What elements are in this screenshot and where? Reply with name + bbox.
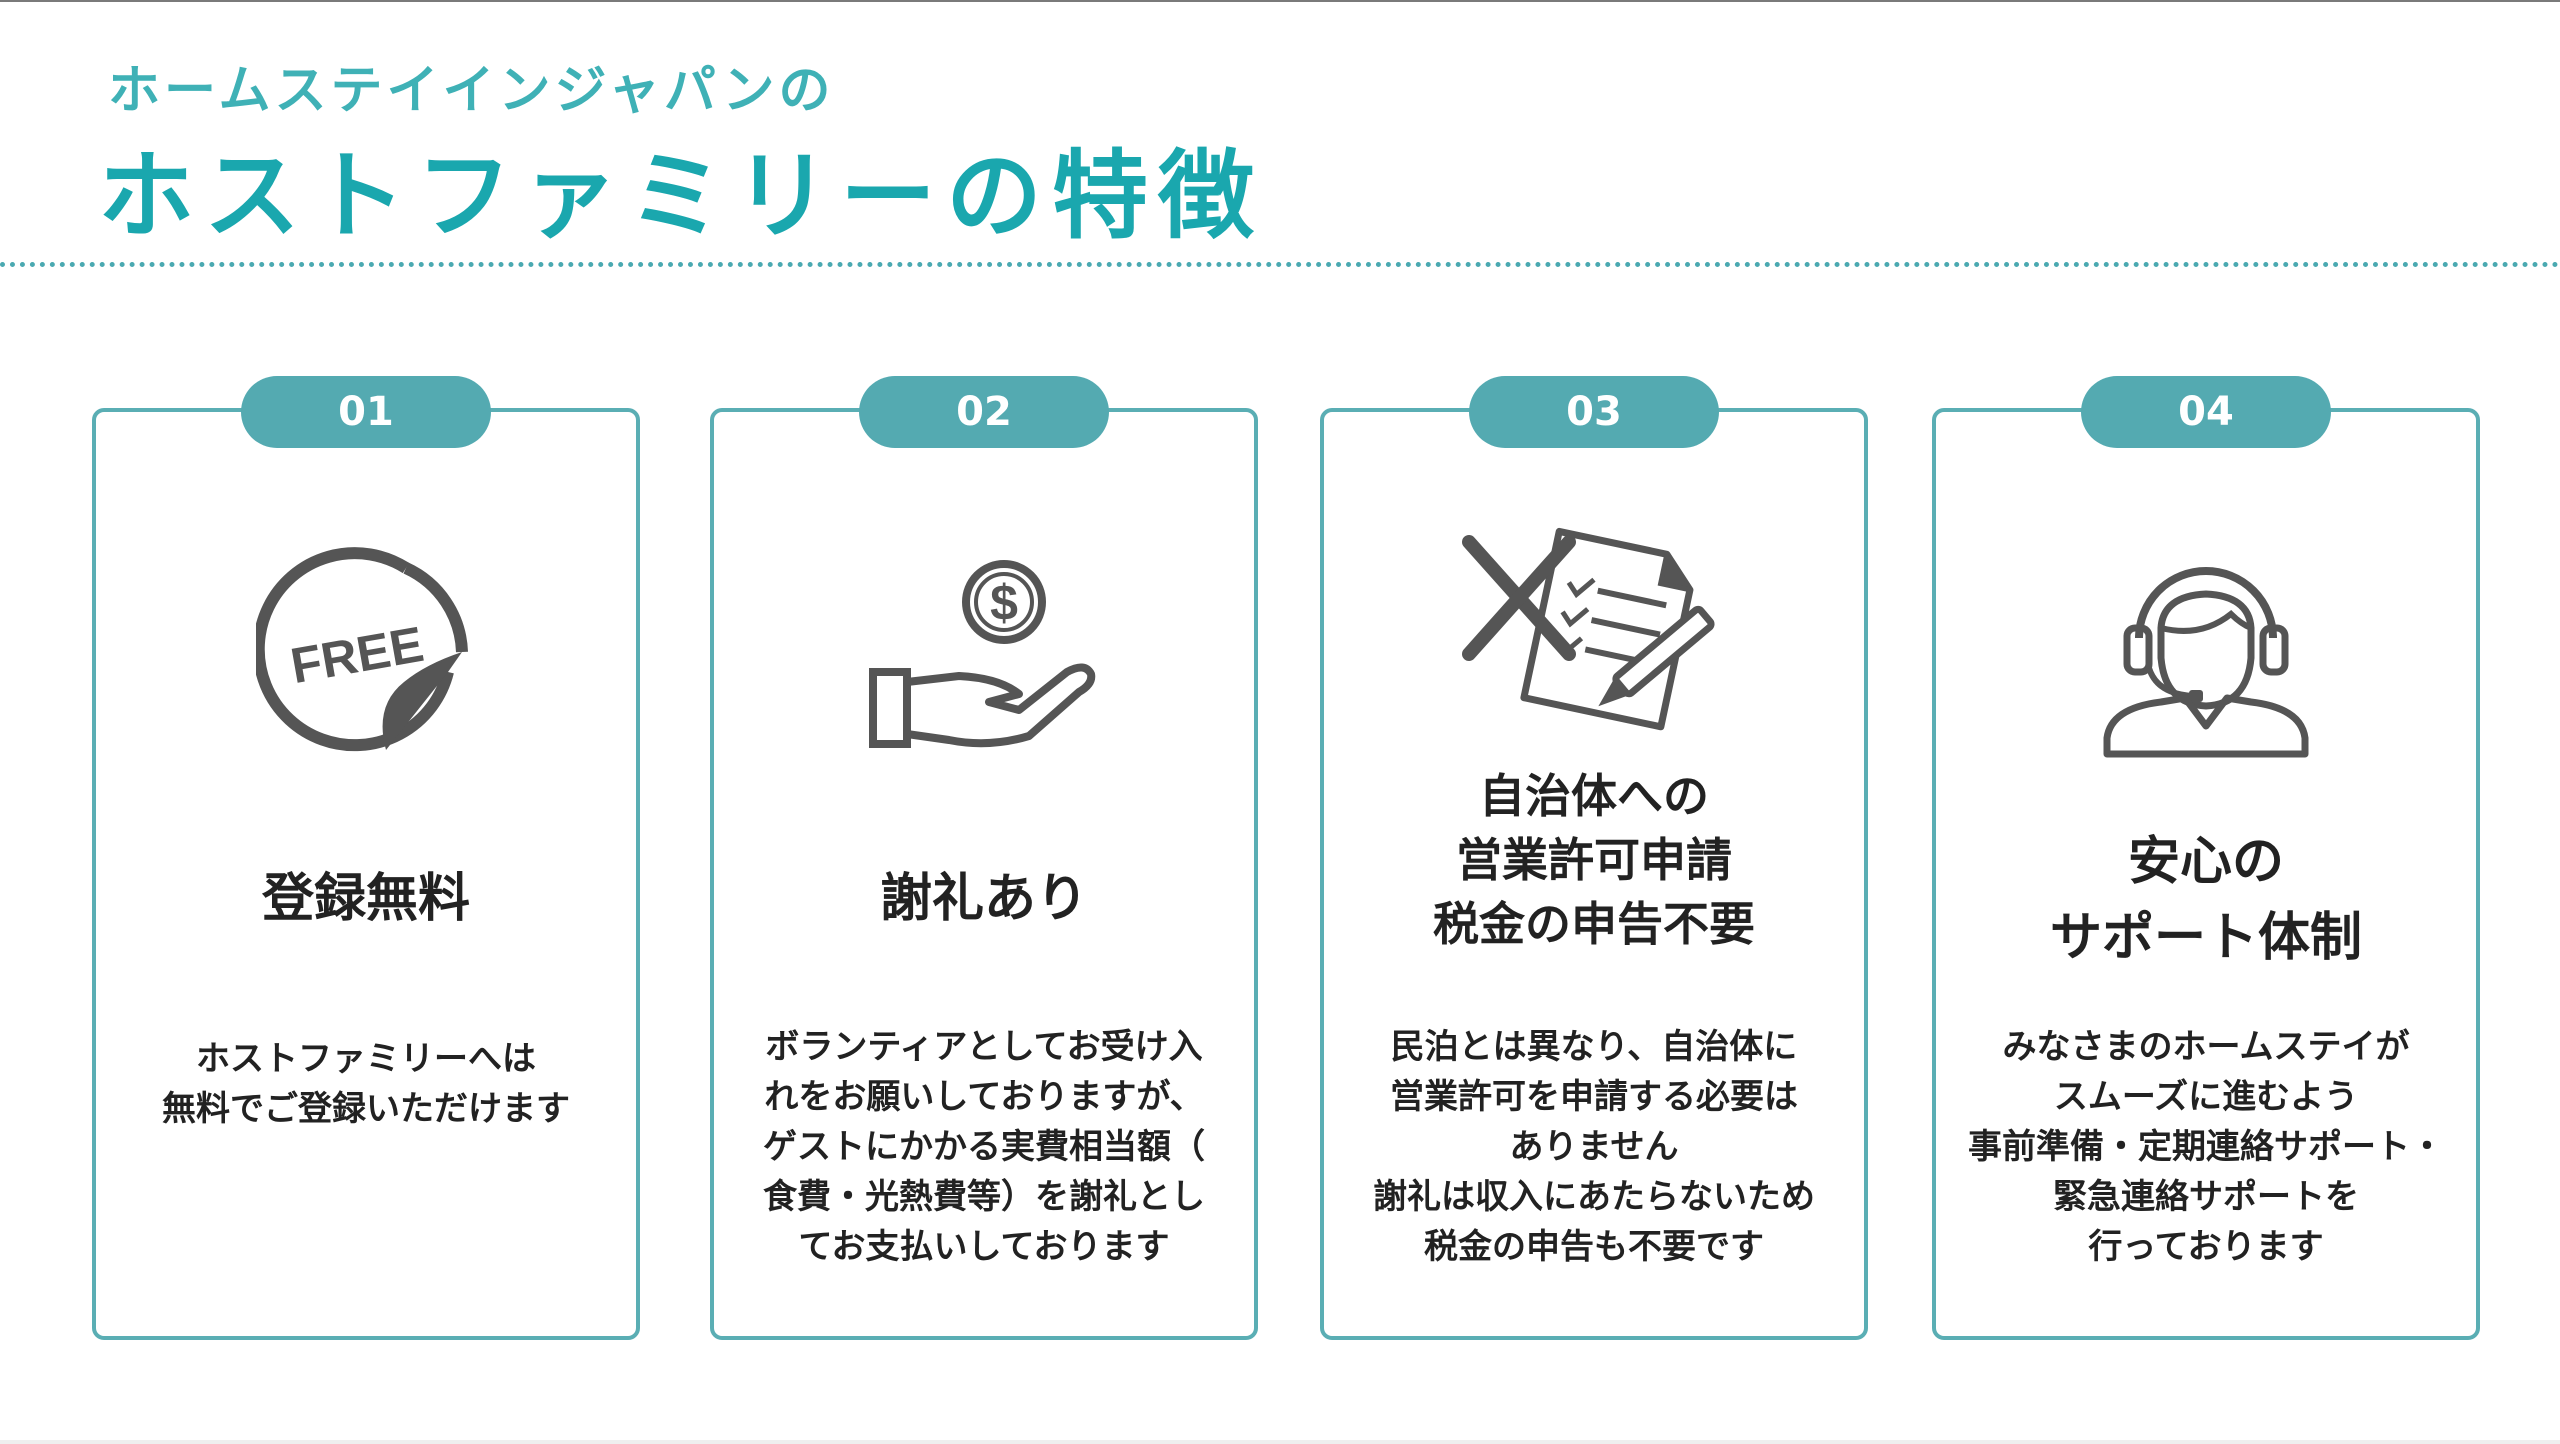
card-heading: 謝礼あり <box>879 869 1088 929</box>
top-border <box>0 0 2560 2</box>
card-heading: 登録無料 <box>261 869 470 929</box>
feature-card-04: 04 安心の サポート体制 みなさまのホームステイが スムーズに進むよう 事前準… <box>1932 376 2480 1340</box>
card-number-badge: 01 <box>241 376 491 448</box>
card-description: ボランティアとしてお受け入 れをお願いしておりますが、 ゲストにかかる実費相当額… <box>763 1027 1205 1267</box>
card-number-badge: 03 <box>1469 376 1719 448</box>
feature-card-03: 03 自治体への 営業許可申請 税金の申告不要 民泊と <box>1320 376 1868 1340</box>
svg-text:$: $ <box>990 575 1018 631</box>
support-headset-icon <box>2101 558 2311 758</box>
card-description: ホストファミリーへは 無料でご登録いただけます <box>162 1039 570 1129</box>
page-title: ホストファミリーの特徴 <box>98 140 1264 252</box>
hand-with-dollar-coin-icon: $ <box>869 552 1099 752</box>
page-subtitle: ホームステイインジャパンの <box>108 61 835 121</box>
card-heading: 自治体への 営業許可申請 税金の申告不要 <box>1433 769 1755 951</box>
card-number-badge: 02 <box>859 376 1109 448</box>
bottom-border <box>0 1440 2560 1444</box>
card-description: みなさまのホームステイが スムーズに進むよう 事前準備・定期連絡サポート・ 緊急… <box>1968 1027 2444 1267</box>
card-heading: 安心の サポート体制 <box>2049 832 2362 968</box>
feature-card-01: 01 FREE 登録無料 ホストファミリーへは 無料でご登録いただけます <box>92 376 640 1340</box>
feature-card-02: 02 $ 謝礼あり ボランティアとしてお受け入 れをお願いしておりますが、 ゲス… <box>710 376 1258 1340</box>
free-sticker-icon: FREE <box>252 540 476 760</box>
card-description: 民泊とは異なり、自治体に 営業許可を申請する必要は ありません 謝礼は収入にあた… <box>1373 1027 1815 1267</box>
card-number-badge: 04 <box>2081 376 2331 448</box>
crossed-out-document-icon <box>1459 524 1729 734</box>
dotted-divider <box>0 262 2560 267</box>
